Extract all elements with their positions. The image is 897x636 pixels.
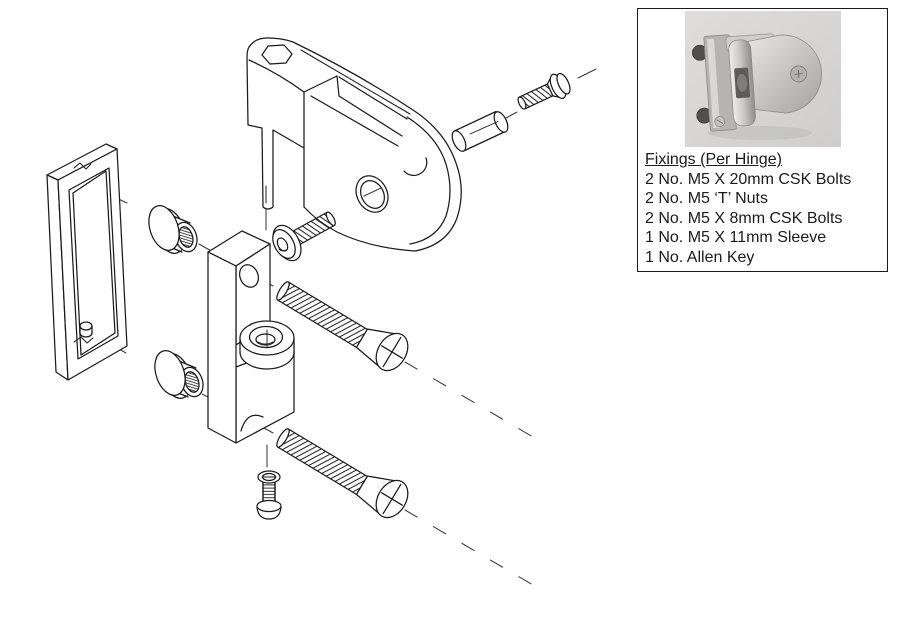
- csk-bolt-8mm: [517, 72, 573, 111]
- hinge-body-part: [247, 38, 461, 251]
- t-nut-2: [148, 346, 208, 403]
- block-top-hole: [236, 262, 261, 290]
- panel-frame-part: [47, 144, 127, 380]
- pivot-screw: [257, 471, 281, 519]
- fixings-item-2: 2 No. M5 ‘T’ Nuts: [645, 190, 768, 207]
- fixings-item-4: 1 No. M5 X 11mm Sleeve: [645, 229, 827, 246]
- fixings-title: Fixings (Per Hinge): [645, 151, 782, 168]
- fixings-panel: Fixings (Per Hinge) 2 No. M5 X 20mm CSK …: [637, 8, 888, 272]
- fixings-item-1: 2 No. M5 X 20mm CSK Bolts: [645, 170, 852, 188]
- hinge-photo: [684, 11, 841, 147]
- t-nut-1: [144, 202, 201, 257]
- csk-bolt-short: [267, 211, 337, 266]
- fixings-text: Fixings (Per Hinge) 2 No. M5 X 20mm CSK …: [638, 147, 887, 267]
- sleeve-boss: [404, 158, 427, 175]
- plate-hole: [350, 170, 394, 218]
- block-bottom-notch: [241, 415, 263, 431]
- hex-hole: [262, 45, 292, 64]
- photo-plate: [747, 32, 823, 115]
- pivot-block-part: [208, 231, 294, 443]
- fixings-item-5: 1 No. Allen Key: [645, 248, 755, 266]
- csk-bolt-long-1: [275, 280, 415, 376]
- bracket-highlight: [706, 38, 720, 129]
- allen-socket: [275, 236, 290, 253]
- sleeve-part: [449, 110, 510, 154]
- pivot-collar: [240, 321, 294, 369]
- csk-bolt-long-2: [273, 426, 415, 524]
- fixings-item-3: 2 No. M5 X 8mm CSK Bolts: [645, 209, 843, 227]
